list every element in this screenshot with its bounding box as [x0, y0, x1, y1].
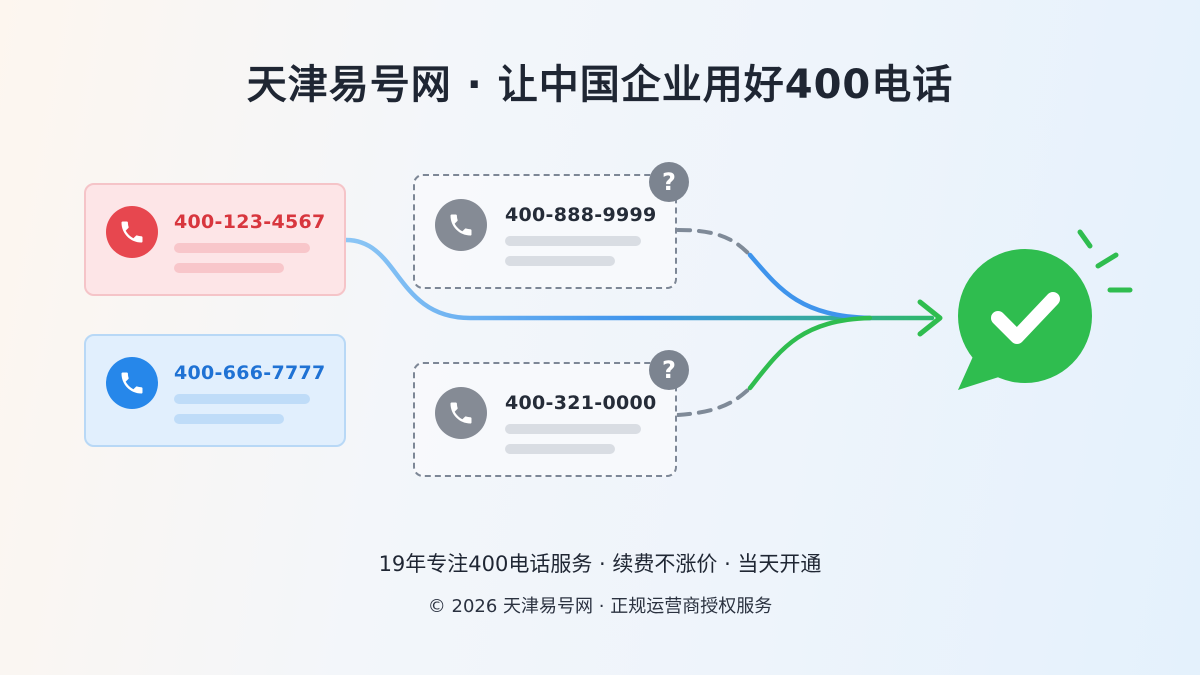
question-mark-icon: ?: [649, 350, 689, 390]
flow-line-bottom-dashed: [676, 386, 752, 417]
phone-icon: [435, 199, 487, 251]
phone-number: 400-888-9999: [505, 204, 657, 226]
flow-line-top-dashed: [676, 228, 752, 257]
number-card-red[interactable]: 400-123-4567: [84, 183, 346, 296]
number-card-blue[interactable]: 400-666-7777: [84, 334, 346, 447]
check-chat-bubble-icon: [958, 249, 1092, 390]
footer-copyright: © 2026 天津易号网 · 正规运营商授权服务: [427, 596, 773, 617]
flow-line-main: [343, 237, 935, 321]
placeholder-line: [505, 256, 615, 266]
flow-line-bottom: [747, 315, 873, 391]
placeholder-line: [174, 414, 284, 424]
phone-icon: [435, 387, 487, 439]
number-card-uncertain-top[interactable]: 400-888-9999: [413, 174, 677, 289]
number-card-uncertain-bottom[interactable]: 400-321-0000: [413, 362, 677, 477]
tagline: 19年专注400电话服务 · 续费不涨价 · 当天开通: [378, 552, 822, 576]
phone-number: 400-666-7777: [174, 362, 326, 384]
phone-icon: [106, 206, 158, 258]
flow-line-top: [747, 252, 873, 321]
placeholder-line: [174, 243, 310, 253]
placeholder-line: [174, 263, 284, 273]
sparkle-icon: [1077, 229, 1133, 293]
arrow-head-icon: [917, 299, 943, 337]
question-mark-icon: ?: [649, 162, 689, 202]
placeholder-line: [505, 236, 641, 246]
page-title: 天津易号网 · 让中国企业用好400电话: [246, 62, 954, 108]
placeholder-line: [505, 444, 615, 454]
phone-number: 400-321-0000: [505, 392, 657, 414]
placeholder-line: [505, 424, 641, 434]
phone-number: 400-123-4567: [174, 211, 326, 233]
placeholder-line: [174, 394, 310, 404]
phone-icon: [106, 357, 158, 409]
